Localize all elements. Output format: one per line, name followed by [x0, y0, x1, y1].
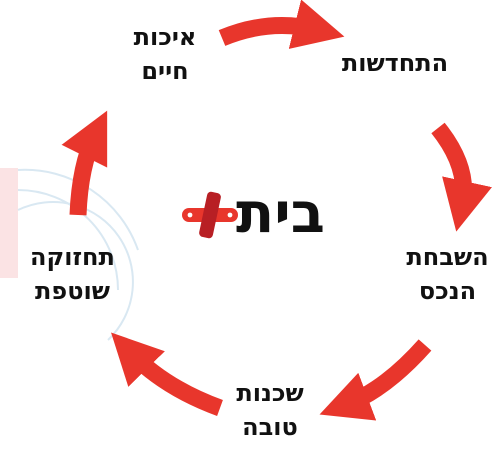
arrow-enhancement-to-neighbors	[319, 339, 432, 421]
cycle-label-renewal: התחדשות	[325, 46, 465, 80]
red-plus-icon	[182, 191, 238, 239]
label-line: חיים	[141, 57, 189, 85]
cycle-label-good-neighbors: שכנות טובה	[215, 376, 325, 444]
arrow-quality-to-renewal	[218, 0, 345, 49]
center-logo: בית	[178, 178, 368, 253]
label-line: טובה	[242, 413, 298, 441]
label-line: השבחת	[406, 243, 489, 271]
label-line: איכות	[133, 23, 197, 51]
cycle-arrows	[61, 0, 492, 421]
cycle-label-quality-of-life: איכות חיים	[110, 20, 220, 88]
background-watermark	[0, 168, 139, 341]
label-line: שכנות	[236, 379, 304, 407]
arrow-neighbors-to-maintenance	[111, 332, 223, 416]
label-line: הנכס	[418, 277, 477, 305]
cycle-label-property-enhancement: השבחת הנכס	[395, 240, 500, 308]
label-line: שוטפת	[35, 277, 110, 305]
arrow-maintenance-to-quality	[61, 110, 108, 216]
label-line: תחזוקה	[30, 243, 115, 271]
logo-wordmark: בית	[236, 181, 325, 246]
arrow-renewal-to-enhancement	[431, 122, 492, 232]
label-line: התחדשות	[341, 49, 449, 77]
cycle-label-ongoing-maintenance: תחזוקה שוטפת	[5, 240, 140, 308]
